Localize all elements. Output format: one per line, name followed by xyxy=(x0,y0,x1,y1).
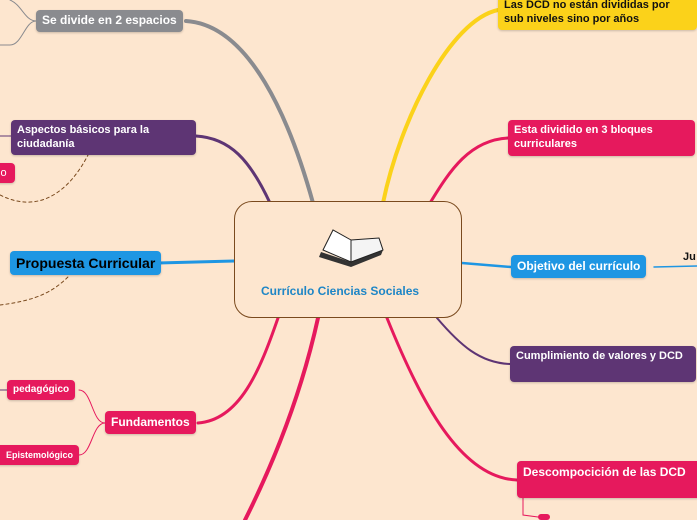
central-topic[interactable]: Currículo Ciencias Sociales xyxy=(234,201,462,318)
node-propuesta-curricular[interactable]: Propuesta Curricular xyxy=(10,251,162,275)
node-cumplimiento[interactable]: Cumplimiento de valores y DCD xyxy=(510,346,696,382)
open-book-icon xyxy=(319,229,384,267)
node-aspectos-basicos[interactable]: Aspectos básicos para la ciudadanía xyxy=(11,120,196,155)
node-jo[interactable]: jo xyxy=(0,163,15,183)
node-bloques-curriculares[interactable]: Esta dividido en 3 bloques curriculares xyxy=(508,120,695,156)
node-ju[interactable]: Ju xyxy=(683,251,696,263)
node-descomposicion-dcd[interactable]: Descompocición de las DCD xyxy=(517,461,697,498)
central-topic-title: Currículo Ciencias Sociales xyxy=(261,284,420,298)
node-se-divide[interactable]: Se divide en 2 espacios xyxy=(36,10,183,32)
node-epistemologico[interactable]: Epistemológico xyxy=(0,445,79,465)
node-objetivo-curriculo[interactable]: Objetivo del currículo xyxy=(511,255,647,278)
node-las-dcd[interactable]: Las DCD no están divididas por sub nivel… xyxy=(498,0,697,30)
node-pedagogico[interactable]: pedagógico xyxy=(7,380,76,400)
node-fundamentos[interactable]: Fundamentos xyxy=(105,411,196,434)
